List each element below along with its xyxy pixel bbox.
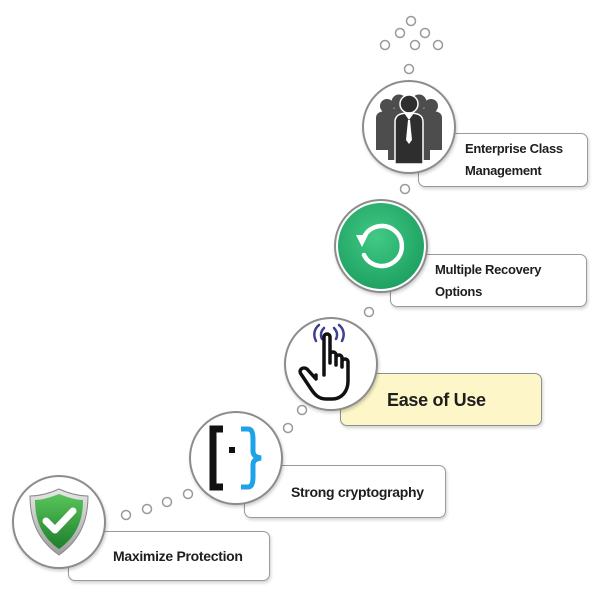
step-label-enterprise-class-management: Enterprise Class Management bbox=[418, 133, 588, 187]
step-label-text: Ease of Use bbox=[387, 389, 486, 410]
dot bbox=[394, 27, 406, 39]
dot bbox=[399, 183, 411, 195]
team-icon bbox=[362, 80, 456, 174]
step-label-text: Strong cryptography bbox=[291, 483, 424, 500]
dot bbox=[409, 39, 421, 51]
dot bbox=[405, 15, 417, 27]
step-label-text: Enterprise Class Management bbox=[465, 138, 563, 182]
step-label-line1: Multiple Recovery bbox=[435, 261, 542, 277]
shield-check-icon bbox=[12, 475, 106, 569]
dot bbox=[161, 496, 173, 508]
touch-hand-icon bbox=[284, 317, 378, 411]
step-label-line1: Enterprise Class bbox=[465, 141, 563, 156]
dot bbox=[419, 27, 431, 39]
recovery-icon bbox=[334, 199, 428, 293]
step-label-line2: Options bbox=[435, 283, 483, 299]
dot bbox=[432, 39, 444, 51]
code-brackets-icon bbox=[189, 411, 283, 505]
dot bbox=[141, 503, 153, 515]
dot bbox=[403, 63, 415, 75]
step-label-line2: Management bbox=[465, 163, 542, 178]
dot bbox=[379, 39, 391, 51]
dot bbox=[120, 509, 132, 521]
step-label-text: Maximize Protection bbox=[113, 548, 243, 564]
dot bbox=[282, 422, 294, 434]
dot bbox=[363, 306, 375, 318]
step-label-text: Multiple Recovery Options bbox=[435, 259, 541, 303]
dot bbox=[182, 488, 194, 500]
dot bbox=[296, 404, 308, 416]
